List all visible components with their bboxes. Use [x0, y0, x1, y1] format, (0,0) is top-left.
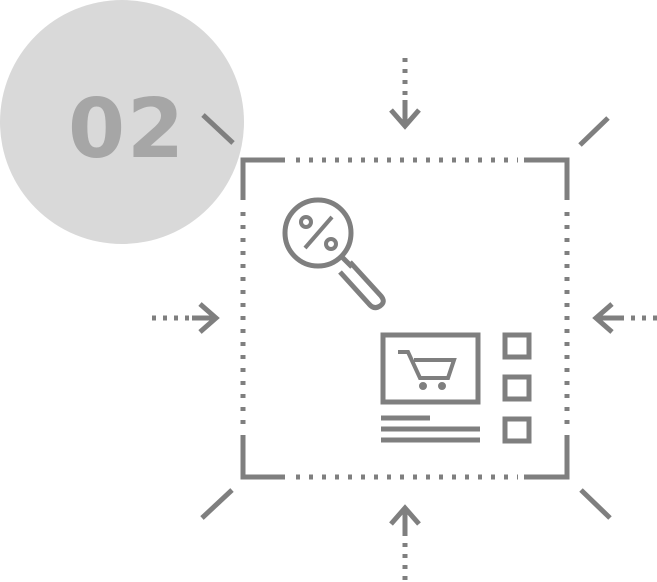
dotted-square-frame-icon: [240, 157, 570, 480]
arrow-bottom-icon: [389, 504, 421, 580]
step-badge-circle: [0, 0, 244, 244]
arrow-top-icon: [389, 58, 421, 130]
arrow-left-icon: [152, 302, 220, 334]
step-number: 02: [68, 82, 187, 177]
percent-magnifier-icon: [282, 197, 386, 311]
diagonal-ray-icon: [200, 113, 612, 520]
arrow-right-icon: [592, 302, 657, 334]
shopping-cart-product-page-icon: [380, 332, 532, 444]
